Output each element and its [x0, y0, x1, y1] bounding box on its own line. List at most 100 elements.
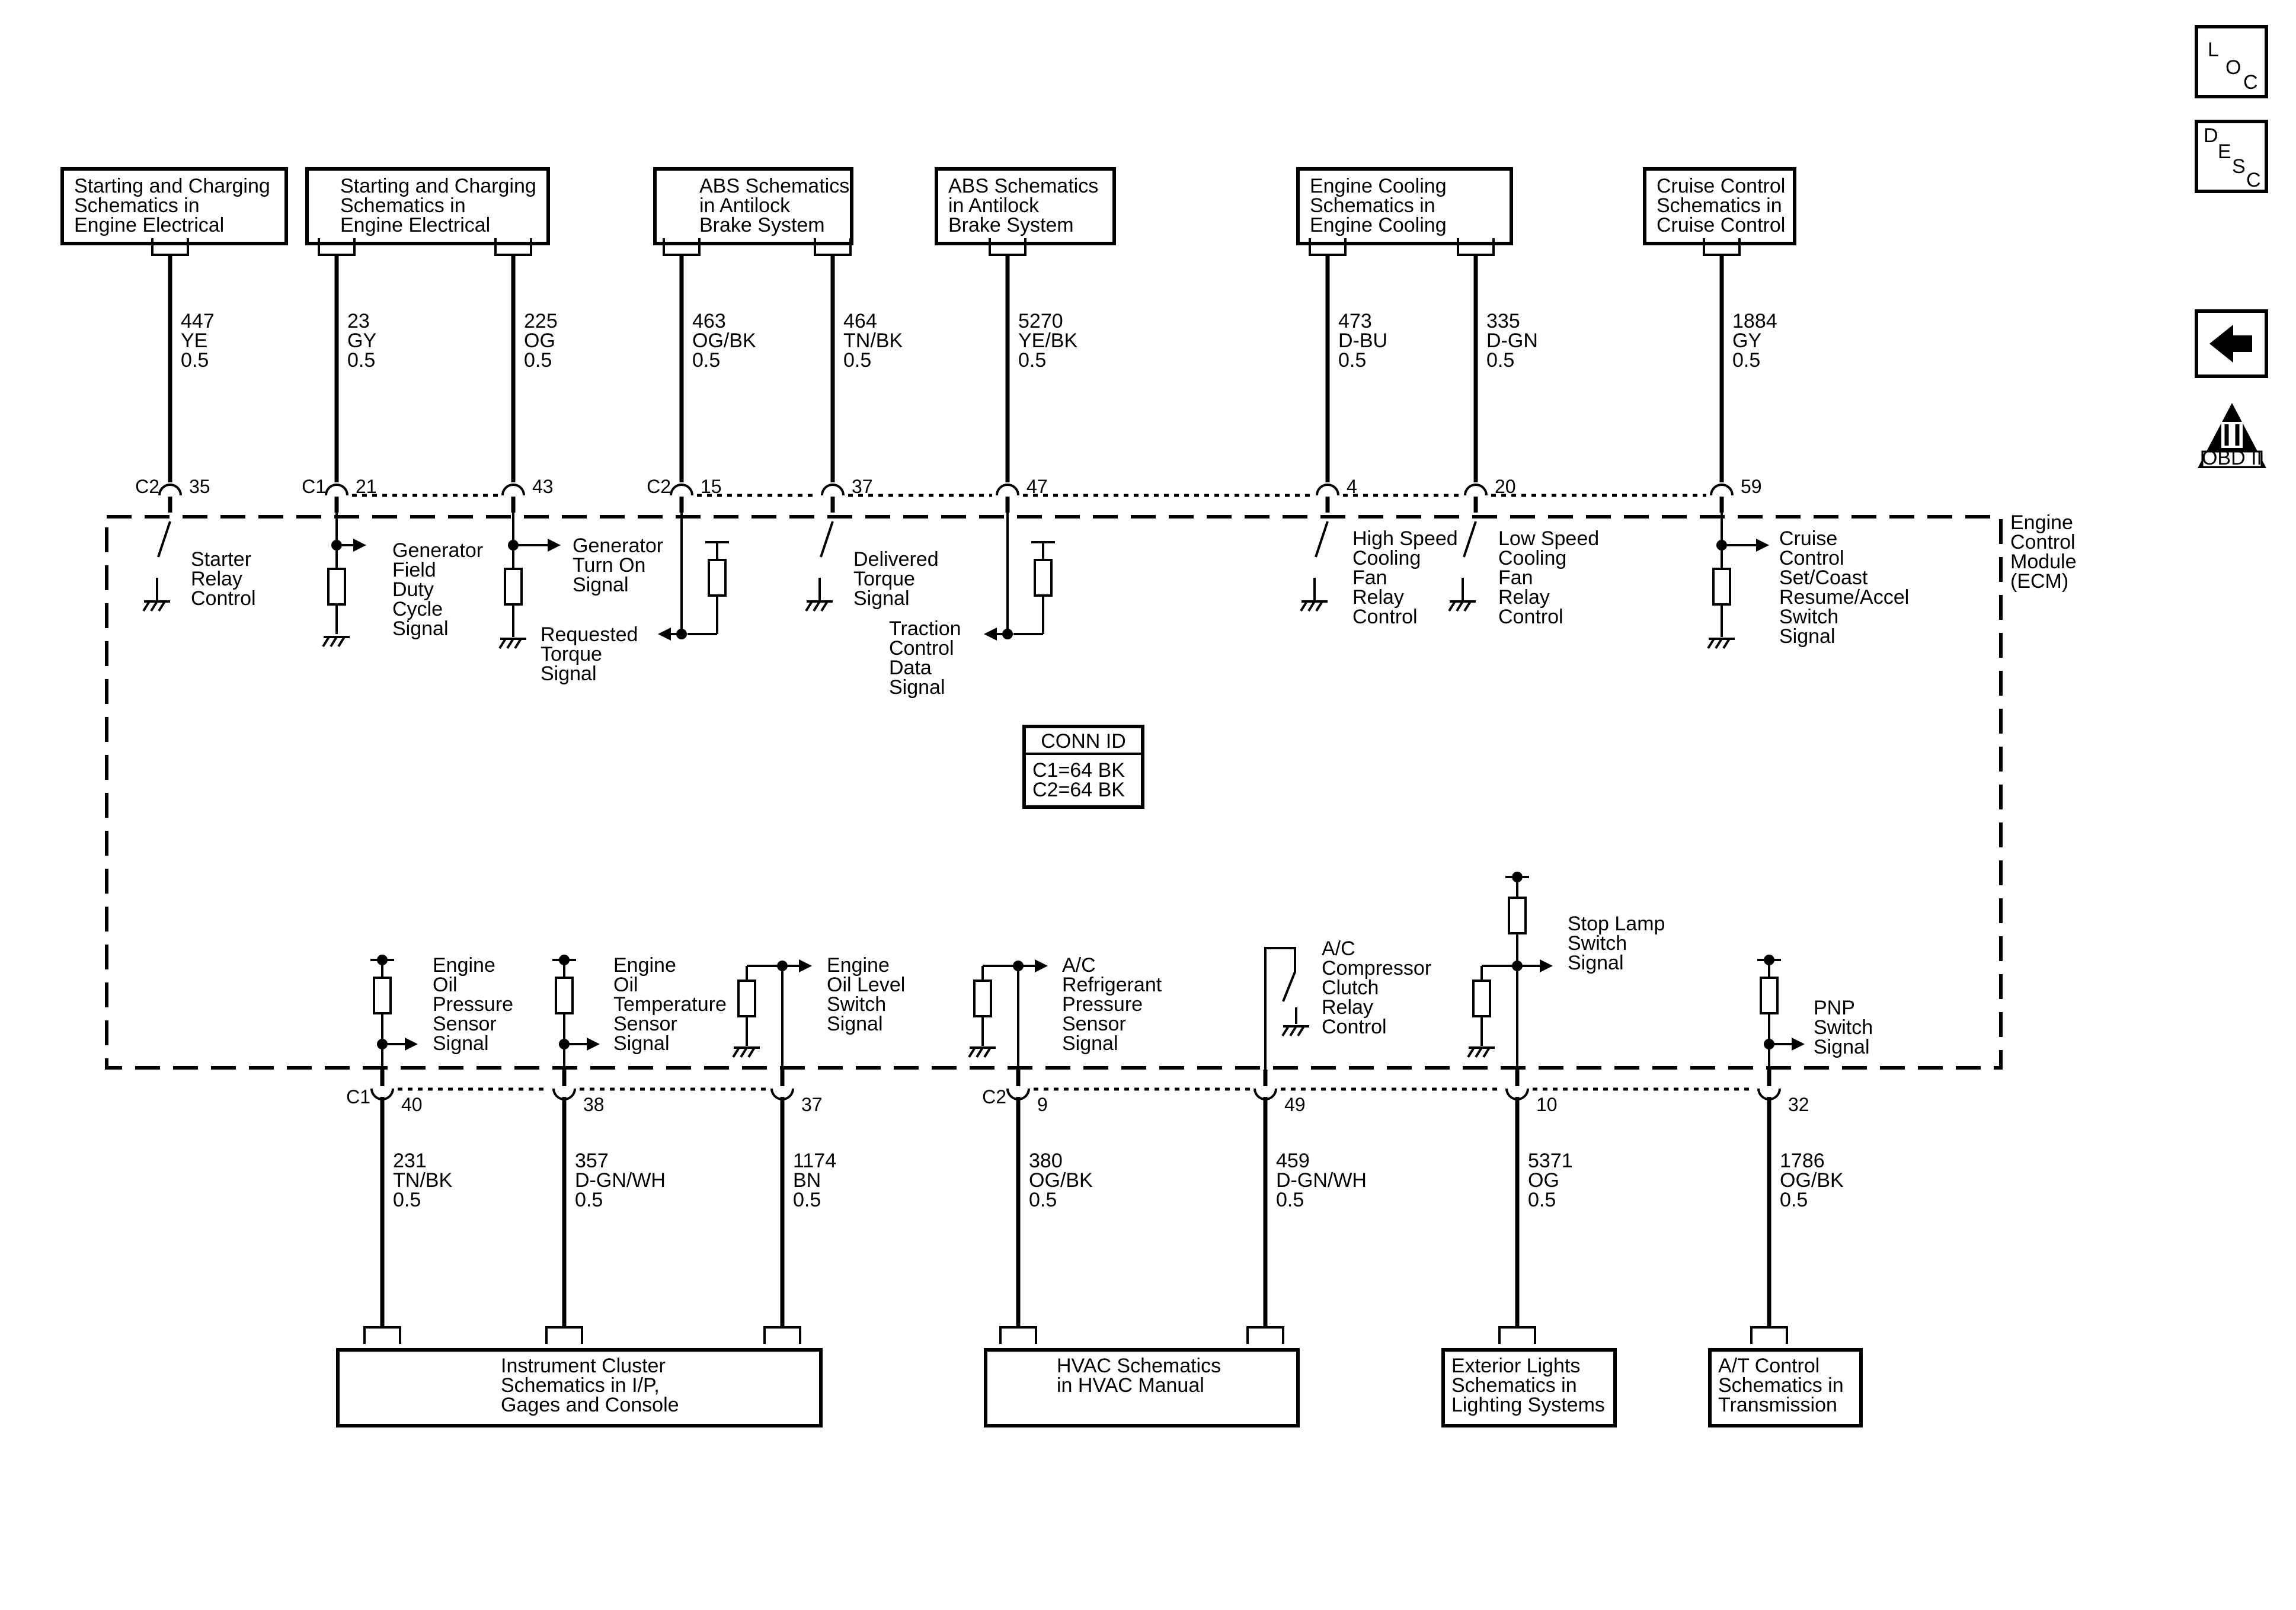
signal-label: CruiseControlSet/CoastResume/AccelSwitch… — [1779, 527, 1909, 648]
wire-label-line: D-BU — [1338, 329, 1387, 352]
signal-label-line: Compressor — [1322, 957, 1431, 980]
ecm-internal-top: StarterRelayControlGeneratorFieldDutyCyc… — [142, 513, 1909, 699]
harness-terminal-icon — [763, 1326, 801, 1344]
ecm-name-line: Module — [2010, 550, 2077, 573]
signal-label-line: Control — [1779, 547, 1844, 569]
wire-label-line: 1884 — [1732, 310, 1777, 332]
pin-number: 35 — [189, 476, 210, 497]
signal-arrow-icon — [782, 959, 812, 972]
signal-label-line: Delivered — [853, 548, 939, 571]
pin-number: 47 — [1027, 476, 1048, 497]
signal-label-line: Fan — [1352, 566, 1387, 589]
wire-label-line: OG/BK — [692, 329, 756, 352]
resistor-icon — [708, 559, 727, 597]
wire-label-line: 0.5 — [1276, 1189, 1304, 1211]
wire-label-line: 357 — [575, 1150, 609, 1172]
wire-label-line: YE — [181, 329, 207, 352]
pin-number: 4 — [1347, 476, 1357, 497]
wire-label-line: 0.5 — [347, 349, 375, 372]
pin-number: 37 — [801, 1094, 823, 1115]
signal-label-line: Control — [191, 587, 256, 610]
bottom-box-label-line: HVAC Schematics — [1057, 1355, 1221, 1377]
signal-label-line: Oil — [613, 974, 638, 996]
signal-label-line: Signal — [853, 587, 910, 610]
signal-label-line: Cycle — [392, 598, 443, 620]
wire-label-line: 335 — [1486, 310, 1520, 332]
ground-icon — [1448, 600, 1476, 612]
signal-arrow-icon — [382, 1038, 418, 1051]
wire-label-line: 0.5 — [393, 1189, 421, 1211]
ground-icon — [1707, 638, 1735, 649]
switch-icon — [142, 521, 171, 612]
harness-terminal-icon — [1498, 1326, 1536, 1344]
signal-label-line: Engine — [433, 954, 495, 977]
signal-arrow-icon — [1517, 959, 1553, 972]
connector-pin-icon — [501, 484, 525, 496]
wire-label-line: 464 — [843, 310, 877, 332]
bottom-box-label-line: A/T Control — [1718, 1355, 1819, 1377]
junction-dot — [1512, 872, 1523, 882]
signal-label-line: Set/Coast — [1779, 566, 1868, 589]
resistor-icon — [1712, 568, 1731, 606]
switch-icon — [1300, 521, 1329, 612]
ground-icon — [322, 636, 350, 648]
signal-label-line: Requested — [541, 623, 638, 646]
pin-number: 10 — [1536, 1094, 1558, 1115]
pin-number: 38 — [583, 1094, 605, 1115]
ground-icon — [1467, 1046, 1495, 1058]
wire-label-line: 0.5 — [1018, 349, 1046, 372]
signal-label-line: Relay — [1352, 586, 1404, 609]
wire-label-line: 463 — [692, 310, 726, 332]
signal-arrow-icon — [1018, 959, 1048, 972]
signal-label-line: Starter — [191, 548, 251, 571]
signal-label-line: Stop Lamp — [1568, 913, 1665, 935]
loc-letter: C — [2243, 71, 2258, 94]
top-box-label-line: Engine Electrical — [340, 214, 490, 236]
resistor-icon — [1034, 559, 1053, 597]
ecm-name-line: Engine — [2010, 511, 2073, 534]
conn-id-title: CONN ID — [1041, 730, 1126, 753]
signal-label-line: Control — [1498, 606, 1563, 628]
pin-number: 21 — [356, 476, 377, 497]
signal-label-line: Cruise — [1779, 527, 1837, 550]
wire-label-line: 380 — [1029, 1150, 1063, 1172]
signal-label-line: Signal — [613, 1032, 670, 1055]
signal-label-line: Signal — [433, 1032, 489, 1055]
bottom-box-label-line: Transmission — [1718, 1394, 1837, 1416]
signal-label-line: Signal — [573, 574, 629, 596]
wire-label-line: OG — [1528, 1169, 1559, 1192]
signal-label-line: Temperature — [613, 993, 727, 1016]
junction-dot — [1002, 629, 1013, 639]
pin-number: 43 — [532, 476, 554, 497]
connector-pin-icon — [1464, 484, 1488, 496]
top-box-label-line: Schematics in — [340, 194, 466, 217]
signal-label-line: Torque — [541, 643, 602, 665]
wire-label-line: 0.5 — [1486, 349, 1514, 372]
wire-label-line: 473 — [1338, 310, 1372, 332]
